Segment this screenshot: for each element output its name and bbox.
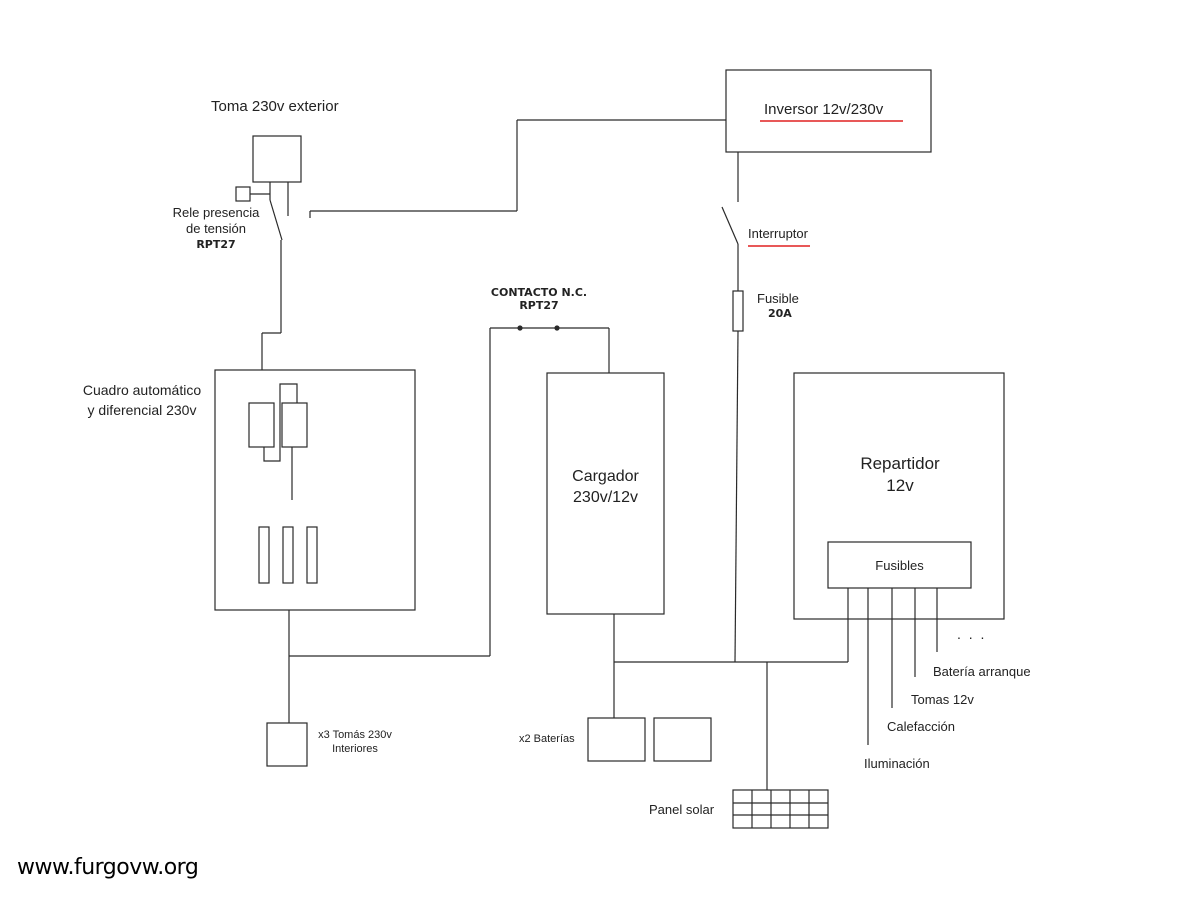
sub-breaker-1 xyxy=(258,526,270,584)
rele-model: RPT27 xyxy=(196,238,236,251)
cargador-label: Cargador 230v/12v xyxy=(547,466,664,508)
panel-solar-label: Panel solar xyxy=(649,802,715,817)
bateria-1 xyxy=(587,717,646,762)
tomas-interiores-line2: Interiores xyxy=(332,743,378,755)
wire-fusible-bus xyxy=(734,330,739,663)
rele-label: Rele presencia de tensión RPT27 xyxy=(164,205,268,253)
fusible-label: Fusible xyxy=(757,291,799,306)
interruptor-blade xyxy=(721,206,739,245)
contacto-node-left xyxy=(517,325,523,331)
breaker-link xyxy=(263,383,298,462)
fusibles-box xyxy=(827,541,972,589)
breaker-2 xyxy=(281,402,308,448)
interruptor-label: Interruptor xyxy=(748,226,808,241)
tomas-interiores-box xyxy=(266,722,308,767)
bateria-2 xyxy=(653,717,712,762)
repartidor-label: Repartidor 12v xyxy=(830,453,970,497)
tomas-interiores-label: x3 Tomás 230v Interiores xyxy=(309,728,401,756)
rele-switch-blade xyxy=(269,199,283,241)
inversor-box xyxy=(725,69,932,153)
watermark: www.furgovw.org xyxy=(17,855,199,880)
inversor-label: Inversor 12v/230v xyxy=(764,101,884,118)
rele-label-line1: Rele presencia xyxy=(172,205,260,220)
more-outputs-ellipsis: . . . xyxy=(957,626,987,642)
fusibles-label: Fusibles xyxy=(875,558,924,573)
contacto-label-line2: RPT27 xyxy=(519,299,559,312)
rele-coil xyxy=(235,186,251,202)
cuadro-label: Cuadro automático y diferencial 230v xyxy=(70,380,214,420)
tomas-interiores-line1: x3 Tomás 230v xyxy=(318,729,392,741)
repartidor-label-line2: 12v xyxy=(886,476,914,495)
cargador-label-line1: Cargador xyxy=(572,468,639,485)
tomas-12v-label: Tomas 12v xyxy=(911,692,974,707)
contacto-label: CONTACTO N.C. RPT27 xyxy=(476,286,602,312)
sub-breaker-2 xyxy=(282,526,294,584)
repartidor-label-line1: Repartidor xyxy=(860,454,940,473)
toma-exterior-label: Toma 230v exterior xyxy=(211,98,339,115)
cargador-label-line2: 230v/12v xyxy=(573,489,638,506)
cuadro-label-line1: Cuadro automático xyxy=(82,382,202,398)
contacto-node-right xyxy=(554,325,560,331)
cuadro-label-line2: y diferencial 230v xyxy=(87,402,197,418)
toma-exterior-box xyxy=(252,135,302,183)
bateria-arranque-label: Batería arranque xyxy=(933,664,1031,679)
cargador-box xyxy=(546,372,665,615)
rele-label-line2: de tensión xyxy=(186,221,246,236)
fusible-rating: 20A xyxy=(768,307,792,320)
fusible-box xyxy=(732,290,744,332)
contacto-label-line1: CONTACTO N.C. xyxy=(490,286,588,299)
baterias-label: x2 Baterías xyxy=(519,733,575,745)
iluminacion-label: Iluminación xyxy=(864,756,930,771)
panel-solar-grid xyxy=(732,789,829,829)
sub-breaker-3 xyxy=(306,526,318,584)
calefaccion-label: Calefacción xyxy=(887,719,955,734)
breaker-1 xyxy=(248,402,275,448)
